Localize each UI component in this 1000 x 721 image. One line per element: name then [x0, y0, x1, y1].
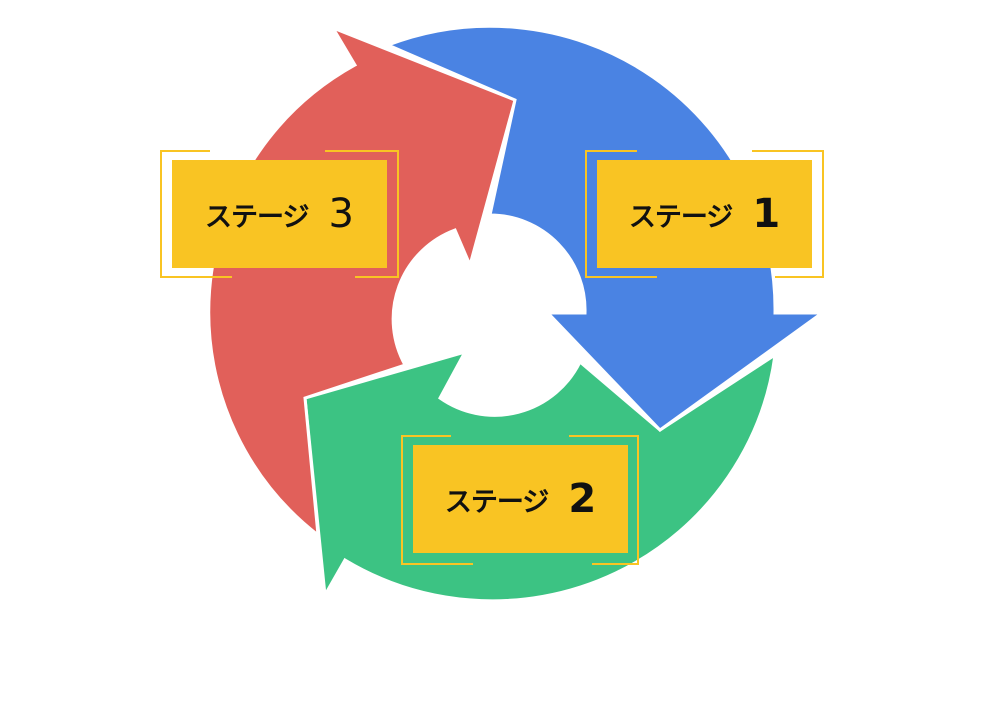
bracket-decoration — [325, 150, 399, 278]
bracket-decoration — [585, 150, 637, 278]
bracket-decoration — [585, 276, 657, 278]
bracket-decoration — [355, 276, 399, 278]
bracket-decoration — [401, 435, 451, 565]
bracket-decoration — [160, 276, 232, 278]
stage-number: 1 — [752, 191, 781, 237]
stage-3-label: ステージ 3 — [172, 160, 387, 268]
bracket-decoration — [160, 150, 210, 278]
bracket-decoration — [401, 563, 473, 565]
bracket-decoration — [592, 563, 639, 565]
stage-3-arrow — [207, 24, 517, 539]
stage-word: ステージ — [444, 486, 549, 518]
bracket-decoration — [752, 150, 824, 278]
bracket-decoration — [775, 276, 824, 278]
stage-2-label: ステージ 2 — [413, 445, 628, 553]
stage-word: ステージ — [628, 201, 733, 233]
stage-number: 3 — [328, 191, 354, 237]
stage-number: 2 — [568, 476, 597, 522]
bracket-decoration — [569, 435, 639, 565]
stage-1-label: ステージ 1 — [597, 160, 812, 268]
stage-word: ステージ — [205, 201, 309, 233]
